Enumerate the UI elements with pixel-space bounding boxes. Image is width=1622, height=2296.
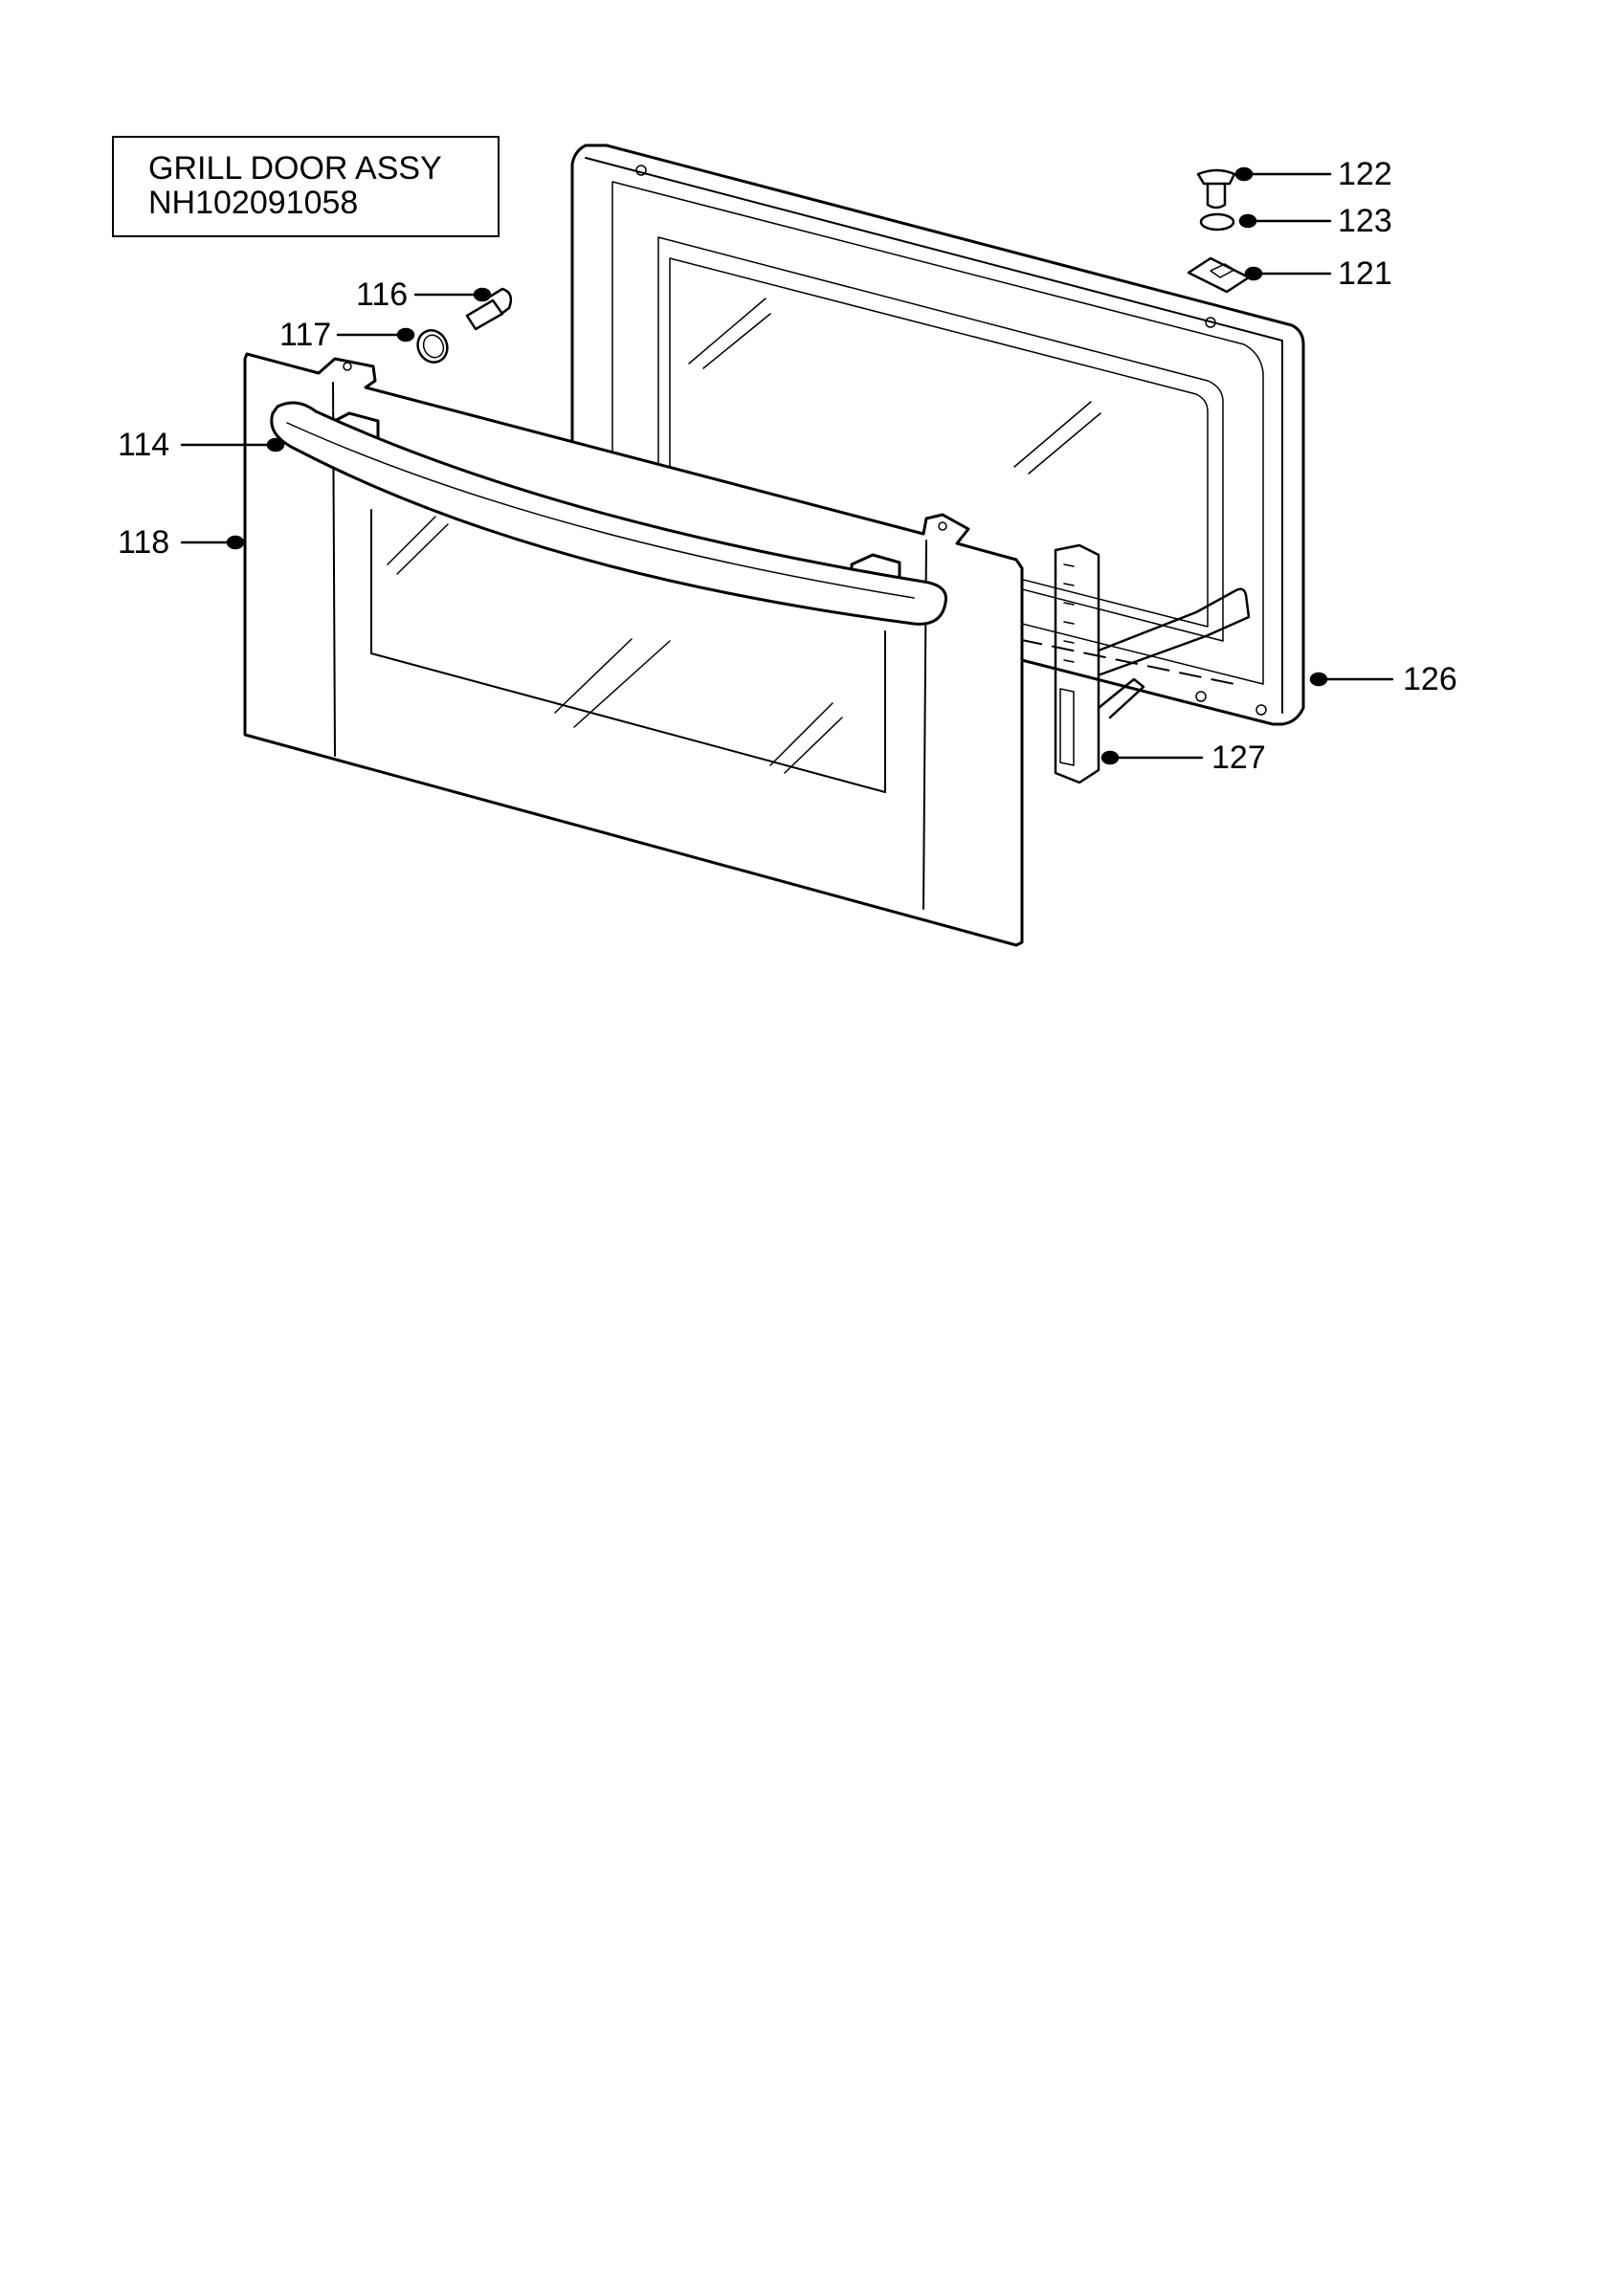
screw-116 xyxy=(465,287,513,331)
inner-door-panel-126 xyxy=(570,144,1305,726)
screw-122 xyxy=(1196,168,1236,210)
inner-panel-recess xyxy=(611,181,1264,685)
screw-122-shank xyxy=(1206,182,1227,210)
callout-117: 117 xyxy=(279,317,332,353)
hinge-plate-slot xyxy=(1059,688,1075,766)
inner-panel-screw-hole xyxy=(1205,317,1216,328)
bracket-121-tab xyxy=(1210,263,1235,278)
washer-123 xyxy=(1199,212,1235,232)
screw-122-head xyxy=(1196,168,1236,186)
cap-117 xyxy=(416,329,449,364)
outer-panel-tab-hole xyxy=(938,521,947,531)
hinge-spring xyxy=(1063,563,1075,663)
callout-114: 114 xyxy=(118,427,170,463)
cap-117-outer xyxy=(416,329,449,364)
bracket-121-body xyxy=(1187,256,1251,294)
title-part-number: NH102091058 xyxy=(148,185,359,221)
inner-panel-edge xyxy=(585,157,1283,714)
callout-122: 122 xyxy=(1338,156,1392,192)
outer-glass-reflection-lines xyxy=(387,516,843,774)
callout-123: 123 xyxy=(1338,203,1392,239)
callout-126: 126 xyxy=(1403,661,1457,697)
outer-panel-tab-hole xyxy=(343,362,352,371)
handle-bar-highlight xyxy=(286,422,915,599)
screw-116-head xyxy=(488,287,513,316)
cap-117-inner xyxy=(422,334,445,359)
leader-127 xyxy=(1100,750,1204,765)
leader-122 xyxy=(1234,166,1332,182)
hinge-plate xyxy=(1054,543,1100,784)
leader-117 xyxy=(336,327,415,342)
glass-reflection-lines xyxy=(688,298,1101,475)
callout-leaders xyxy=(180,166,1394,765)
leader-116 xyxy=(413,287,492,302)
inner-panel-screw-hole xyxy=(1195,691,1207,702)
diagram-title-box: GRILL DOOR ASSY NH102091058 xyxy=(112,136,500,237)
callout-116: 116 xyxy=(356,276,409,313)
hinge-arm xyxy=(1097,587,1251,676)
inner-panel-screw-hole xyxy=(635,165,647,176)
inner-panel-glass xyxy=(669,257,1209,628)
door-handle-114 xyxy=(270,401,948,626)
inner-panel-screw-hole xyxy=(1255,704,1267,716)
inner-panel-outline xyxy=(570,144,1305,726)
leader-123 xyxy=(1238,213,1332,229)
leader-121 xyxy=(1244,266,1332,281)
handle-bar xyxy=(270,401,948,626)
inner-panel-recess-lip xyxy=(657,236,1224,642)
bracket-121 xyxy=(1187,256,1251,294)
leader-126 xyxy=(1309,672,1394,687)
leader-118 xyxy=(180,535,245,550)
screw-116-shank xyxy=(465,298,504,331)
outer-panel-window xyxy=(370,509,886,793)
leader-114 xyxy=(180,437,285,453)
callout-127: 127 xyxy=(1211,740,1266,776)
callout-118: 118 xyxy=(118,524,170,561)
hinge-lower-arm xyxy=(1097,677,1145,719)
callout-121: 121 xyxy=(1338,255,1392,292)
title-assembly-name: GRILL DOOR ASSY xyxy=(148,150,442,187)
